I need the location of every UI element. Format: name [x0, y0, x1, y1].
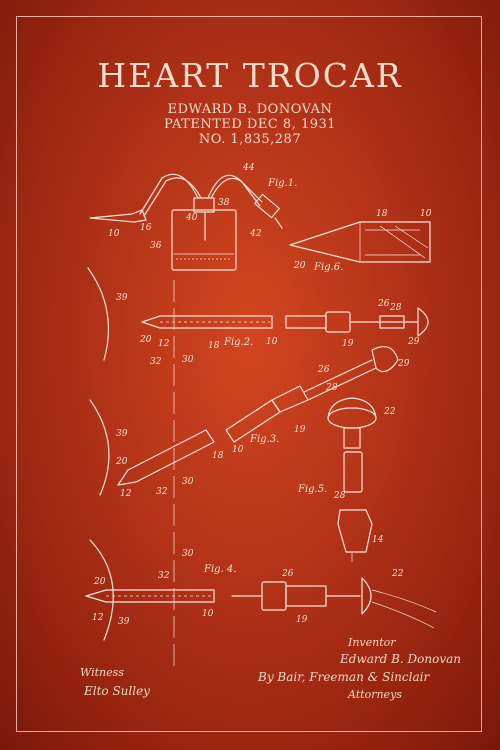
- ref-19-fig3: 19: [294, 425, 306, 435]
- patent-number: NO. 1,835,287: [198, 132, 302, 147]
- ref-19-fig2: 19: [342, 339, 354, 349]
- witness-label: Witness: [80, 666, 124, 679]
- ref-30-a: 30: [182, 355, 194, 365]
- ref-10-fig3: 10: [232, 445, 244, 455]
- ref-32-a: 32: [150, 357, 162, 367]
- ref-10-fig1: 10: [108, 229, 120, 239]
- inventor-line: EDWARD B. DONOVAN: [167, 102, 333, 117]
- heart-wall-arc-1: [87, 267, 109, 361]
- ref-32-b: 32: [156, 487, 168, 497]
- ref-28-fig3: 28: [325, 383, 338, 393]
- ref-10-fig4: 10: [202, 609, 214, 619]
- fig5-label: Fig.5.: [297, 484, 327, 495]
- ref-12-fig2: 12: [158, 339, 170, 349]
- figure-2-trocar: [141, 307, 429, 337]
- ref-39-b: 39: [116, 429, 128, 439]
- ref-39-a: 39: [116, 293, 128, 303]
- ref-32-c: 32: [158, 571, 170, 581]
- ref-14: 14: [372, 535, 384, 545]
- ref-26-fig2: 26: [377, 299, 390, 309]
- inventor-name: Edward B. Donovan: [340, 652, 462, 666]
- fig6-label: Fig.6.: [313, 262, 343, 273]
- ref-10-fig6: 10: [420, 209, 432, 219]
- ref-40: 40: [185, 213, 198, 223]
- ref-16: 16: [140, 223, 152, 233]
- fig2-label: Fig.2.: [223, 337, 253, 348]
- ref-42: 42: [249, 229, 262, 239]
- ref-38: 38: [218, 198, 230, 208]
- ref-20-fig4: 20: [93, 577, 106, 587]
- figure-5-knob: [327, 397, 377, 562]
- ref-29-fig2: 29: [407, 337, 420, 347]
- border-frame: [16, 16, 482, 732]
- ref-18-fig2: 18: [208, 341, 220, 351]
- ref-36: 36: [150, 241, 162, 251]
- attorney-line: By Bair, Freeman & Sinclair: [258, 670, 430, 684]
- figure-1-bottle: [89, 173, 283, 271]
- ref-20-fig3: 20: [115, 457, 128, 467]
- fig4-label: Fig. 4.: [203, 564, 236, 575]
- inventor-label: Inventor: [348, 636, 396, 649]
- ref-22: 22: [383, 407, 396, 417]
- ref-28-fig2: 28: [389, 303, 402, 313]
- figure-3-assembly: [117, 346, 399, 486]
- ref-44: 44: [242, 163, 255, 173]
- witness-name: Elto Sulley: [84, 684, 150, 698]
- ref-19-fig4: 19: [296, 615, 308, 625]
- poster-title: HEART TROCAR: [97, 56, 403, 95]
- ref-30-b: 30: [182, 477, 194, 487]
- fig1-label: Fig.1.: [267, 178, 297, 189]
- attorneys-label: Attorneys: [348, 688, 402, 701]
- ref-10-fig2: 10: [266, 337, 278, 347]
- heart-wall-arc-3: [89, 539, 114, 641]
- ref-22-fig4: 22: [391, 569, 404, 579]
- heart-wall-arc-2: [89, 399, 110, 496]
- ref-30-c: 30: [182, 549, 194, 559]
- figure-6-tip: [289, 221, 431, 263]
- ref-12-fig3: 12: [120, 489, 132, 499]
- ref-20-fig6: 20: [293, 261, 306, 271]
- figure-4-needle: [85, 577, 437, 629]
- ref-29-fig3: 29: [397, 359, 410, 369]
- ref-26-fig3: 26: [317, 365, 330, 375]
- ref-18-fig3: 18: [212, 451, 224, 461]
- ref-26-fig4: 26: [281, 569, 294, 579]
- ref-20-fig2: 20: [139, 335, 152, 345]
- ref-12-fig4: 12: [92, 613, 104, 623]
- ref-39-c: 39: [118, 617, 130, 627]
- ref-18-fig6: 18: [376, 209, 388, 219]
- ref-28-fig5: 28: [333, 491, 346, 501]
- patent-date: PATENTED DEC 8, 1931: [163, 117, 337, 132]
- fig3-label: Fig.3.: [249, 434, 279, 445]
